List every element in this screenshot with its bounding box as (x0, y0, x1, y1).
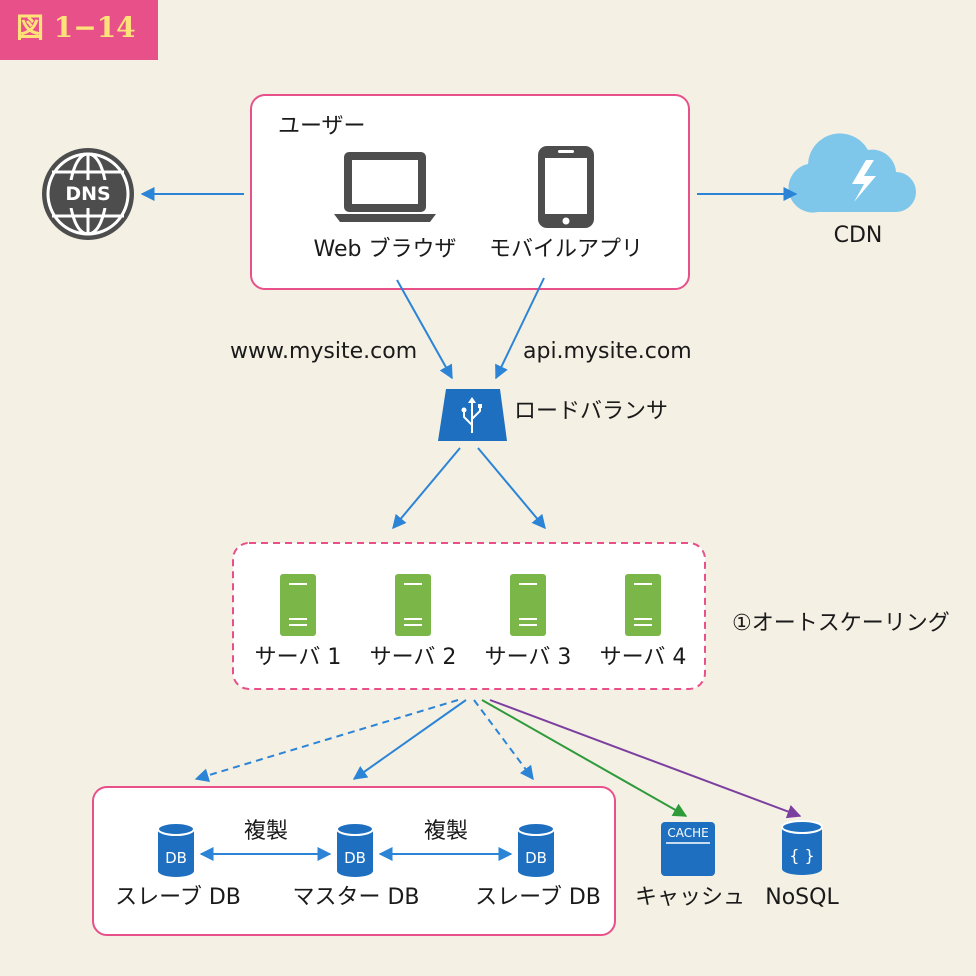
arrow-servers-to-slave-left (194, 699, 459, 783)
arrow-web-to-lb (396, 279, 453, 380)
arrow-servers-to-master (352, 699, 467, 780)
master-db-icon-text: DB (344, 849, 366, 867)
mobile-app-label: モバイルアプリ (488, 237, 644, 262)
nosql-icon-text: { } (789, 846, 815, 865)
figure-tag: 図 1−14 (0, 0, 158, 60)
arrow-servers-to-cache (481, 699, 688, 817)
slave-db-left-icon (157, 822, 195, 877)
server-2-icon (395, 574, 431, 636)
server-2-label: サーバ 2 (369, 645, 457, 670)
slave-db-right-icon-text: DB (525, 849, 547, 867)
autoscaling-label: ①オートスケーリング (732, 611, 950, 636)
dns-label: DNS (65, 183, 111, 205)
arrow-lb-to-servers-right (477, 447, 546, 530)
nosql-db-icon (781, 820, 823, 875)
cache-label: キャッシュ (634, 885, 746, 910)
cache-icon-text: CACHE (667, 826, 709, 840)
arrow-mobile-to-lb (495, 277, 545, 380)
slave-db-right-icon (517, 822, 555, 877)
servers-box (232, 542, 706, 690)
slave-db-right-label: スレーブ DB (475, 885, 601, 910)
nosql-label: NoSQL (765, 885, 839, 910)
smartphone-icon (538, 146, 594, 228)
server-1-label: サーバ 1 (254, 645, 342, 670)
cdn-cloud-icon (788, 133, 916, 213)
cdn-label: CDN (833, 223, 883, 248)
server-4-icon (625, 574, 661, 636)
master-db-label: マスター DB (292, 885, 420, 910)
laptop-icon (334, 152, 436, 222)
server-1-icon (280, 574, 316, 636)
replication-label-left: 複製 (243, 819, 289, 844)
figure-tag-text: 図 1−14 (16, 11, 136, 44)
replication-label-right: 複製 (423, 819, 469, 844)
arrow-lb-to-servers-left (392, 447, 461, 530)
server-3-icon (510, 574, 546, 636)
load-balancer-label: ロードバランサ (514, 399, 669, 424)
arrow-servers-to-nosql (489, 699, 802, 819)
slave-db-left-label: スレーブ DB (115, 885, 241, 910)
slave-db-left-icon-text: DB (165, 849, 187, 867)
arrow-servers-to-slave-right (473, 699, 534, 781)
dns-globe-icon (42, 148, 134, 240)
server-4-label: サーバ 4 (599, 645, 687, 670)
web-browser-label: Web ブラウザ (313, 237, 457, 262)
web-domain-label: www.mysite.com (230, 339, 418, 364)
cache-icon (661, 822, 715, 876)
master-db-icon (336, 822, 374, 877)
users-box (250, 94, 690, 290)
users-title: ユーザー (278, 114, 366, 139)
server-3-label: サーバ 3 (484, 645, 572, 670)
api-domain-label: api.mysite.com (523, 339, 692, 364)
load-balancer-icon (438, 389, 507, 441)
